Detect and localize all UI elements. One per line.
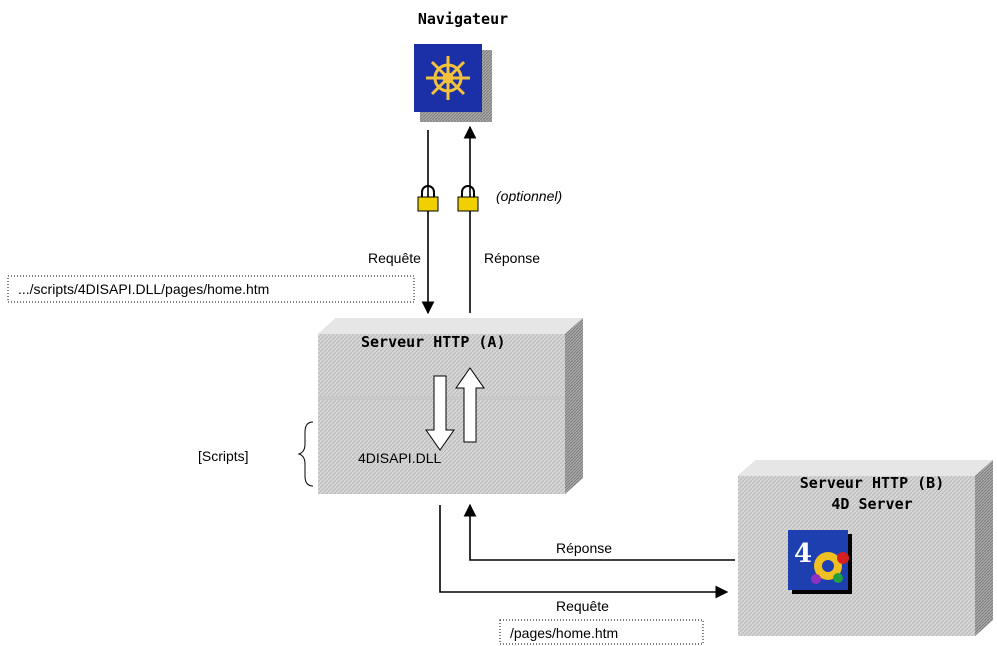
ship-wheel-icon <box>414 44 492 122</box>
scripts-label: [Scripts] <box>198 448 249 464</box>
server-a-title: Serveur HTTP (A) <box>361 333 506 351</box>
4d-logo-icon: 4 <box>788 530 852 594</box>
inner-request-arrow <box>425 375 455 451</box>
svg-text:4: 4 <box>794 539 812 569</box>
response-arrow-b-to-a <box>463 503 735 561</box>
request-arrow-a-to-b <box>439 505 729 599</box>
url-box-top <box>7 275 415 303</box>
scripts-brace <box>297 421 314 487</box>
url-box-bottom <box>499 619 704 645</box>
module-label: 4DISAPI.DLL <box>358 450 441 466</box>
response-label-top: Réponse <box>484 250 540 266</box>
optional-note: (optionnel) <box>496 188 562 204</box>
padlock-icon <box>457 185 479 212</box>
request-label-top: Requête <box>368 250 421 266</box>
request-label-bottom: Requête <box>556 598 609 614</box>
server-b-title-line1: Serveur HTTP (B) <box>800 474 945 492</box>
url-top: .../scripts/4DISAPI.DLL/pages/home.htm <box>18 281 269 297</box>
padlock-icon <box>417 185 439 212</box>
inner-response-arrow <box>455 367 485 443</box>
server-b-title-line2: 4D Server <box>831 495 912 513</box>
url-bottom: /pages/home.htm <box>510 625 618 641</box>
response-label-bottom: Réponse <box>556 540 612 556</box>
browser-label: Navigateur <box>418 10 508 28</box>
